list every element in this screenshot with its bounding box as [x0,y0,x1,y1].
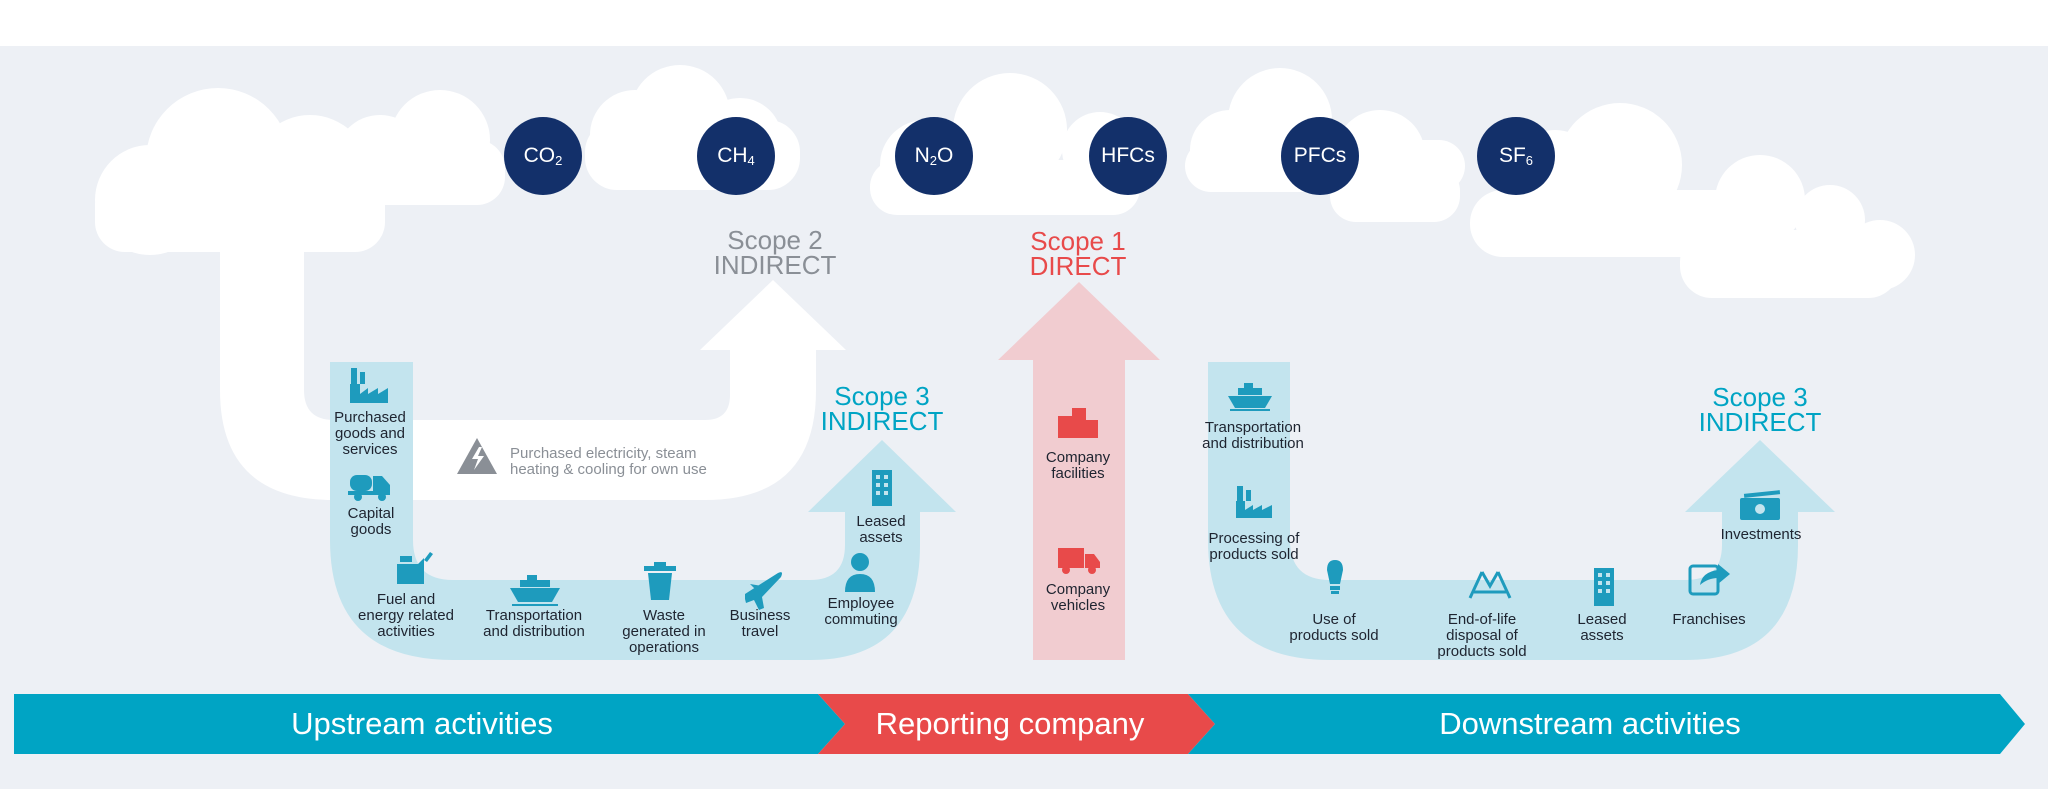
gas-hfcs: HFCs [1089,117,1167,195]
scope1-subtitle: DIRECT [1029,251,1127,281]
icon-highlights [1598,504,1765,593]
scope1-arrow [998,282,1160,660]
scope3-downstream-title: Scope 3 [1712,382,1808,412]
scope2-subtitle: INDIRECT [713,250,837,280]
label-capital-goods: Capital goods [347,505,395,538]
downstream-activities-label: Downstream activities [1439,706,1741,741]
downstream-segment [1188,694,2025,754]
activity-bar [14,694,2025,754]
cloud-right [1470,103,1915,298]
clouds [95,65,1915,298]
truck-icon [1058,548,1100,574]
reporting-company-label: Reporting company [875,706,1145,741]
label-franchises: Franchises [1672,611,1746,628]
label-waste: Waste generated in operations [622,607,706,656]
label-processing: Processing of products sold [1208,530,1300,563]
cement-truck-icon [348,475,390,501]
label-use-of-products: Use of products sold [1289,611,1379,644]
label-upstream-transport: Transportation and distribution [483,607,585,640]
lightning-warning-icon [457,438,497,474]
buildings-icon [1058,408,1098,438]
label-company-facilities: Company facilities [1045,449,1111,482]
cloud-left [95,88,505,255]
label-business-travel: Business travel [729,607,791,640]
ship-icon-upstream [510,575,560,606]
building-icon-upstream [872,470,892,506]
label-downstream-transport: Transportation and distribution [1202,419,1304,452]
ship-icon-downstream [1228,383,1272,411]
scope3-upstream-title: Scope 3 [834,381,930,411]
label-fuel-energy: Fuel and energy related activities [358,591,454,640]
trash-bin-icon [644,562,676,600]
share-arrow-icon [1688,564,1730,596]
scope1-title: Scope 1 [1030,226,1126,256]
lightbulb-icon [1327,560,1343,594]
scope3-downstream-band [1208,362,1835,660]
label-end-of-life: End-of-life disposal of products sold [1437,611,1527,660]
scope3-upstream-heading: Scope 3 INDIRECT [820,381,944,436]
label-purchased-goods: Purchased goods and services [334,409,406,458]
factory-icon [350,368,388,403]
label-upstream-leased-assets: Leased assets [856,513,906,546]
scope3-upstream-subtitle: INDIRECT [820,406,944,436]
building-windows-upstream [876,475,888,495]
building-icon-downstream [1594,568,1614,606]
upstream-activities-label: Upstream activities [291,706,553,741]
person-icon [845,553,875,592]
label-employee-commuting: Employee commuting [824,595,898,628]
electricity-note: Purchased electricity, steam heating & c… [510,445,707,478]
scope2-heading: Scope 2 INDIRECT [713,225,837,280]
recycle-icon [1468,571,1512,599]
scope1-heading: Scope 1 DIRECT [1029,226,1127,281]
label-investments: Investments [1720,526,1802,543]
gas-pfcs: PFCs [1281,117,1359,195]
scope3-downstream-heading: Scope 3 INDIRECT [1698,382,1822,437]
factory-icon-downstream [1236,486,1272,518]
scope2-title: Scope 2 [727,225,823,255]
fuel-can-icon [397,552,433,584]
company-segment [818,694,1215,754]
airplane-icon [745,572,782,610]
scope3-upstream-band [330,362,956,660]
label-downstream-leased-assets: Leased assets [1577,611,1627,644]
upstream-segment [14,694,845,754]
label-company-vehicles: Company vehicles [1045,581,1111,614]
scope3-downstream-subtitle: INDIRECT [1698,407,1822,437]
